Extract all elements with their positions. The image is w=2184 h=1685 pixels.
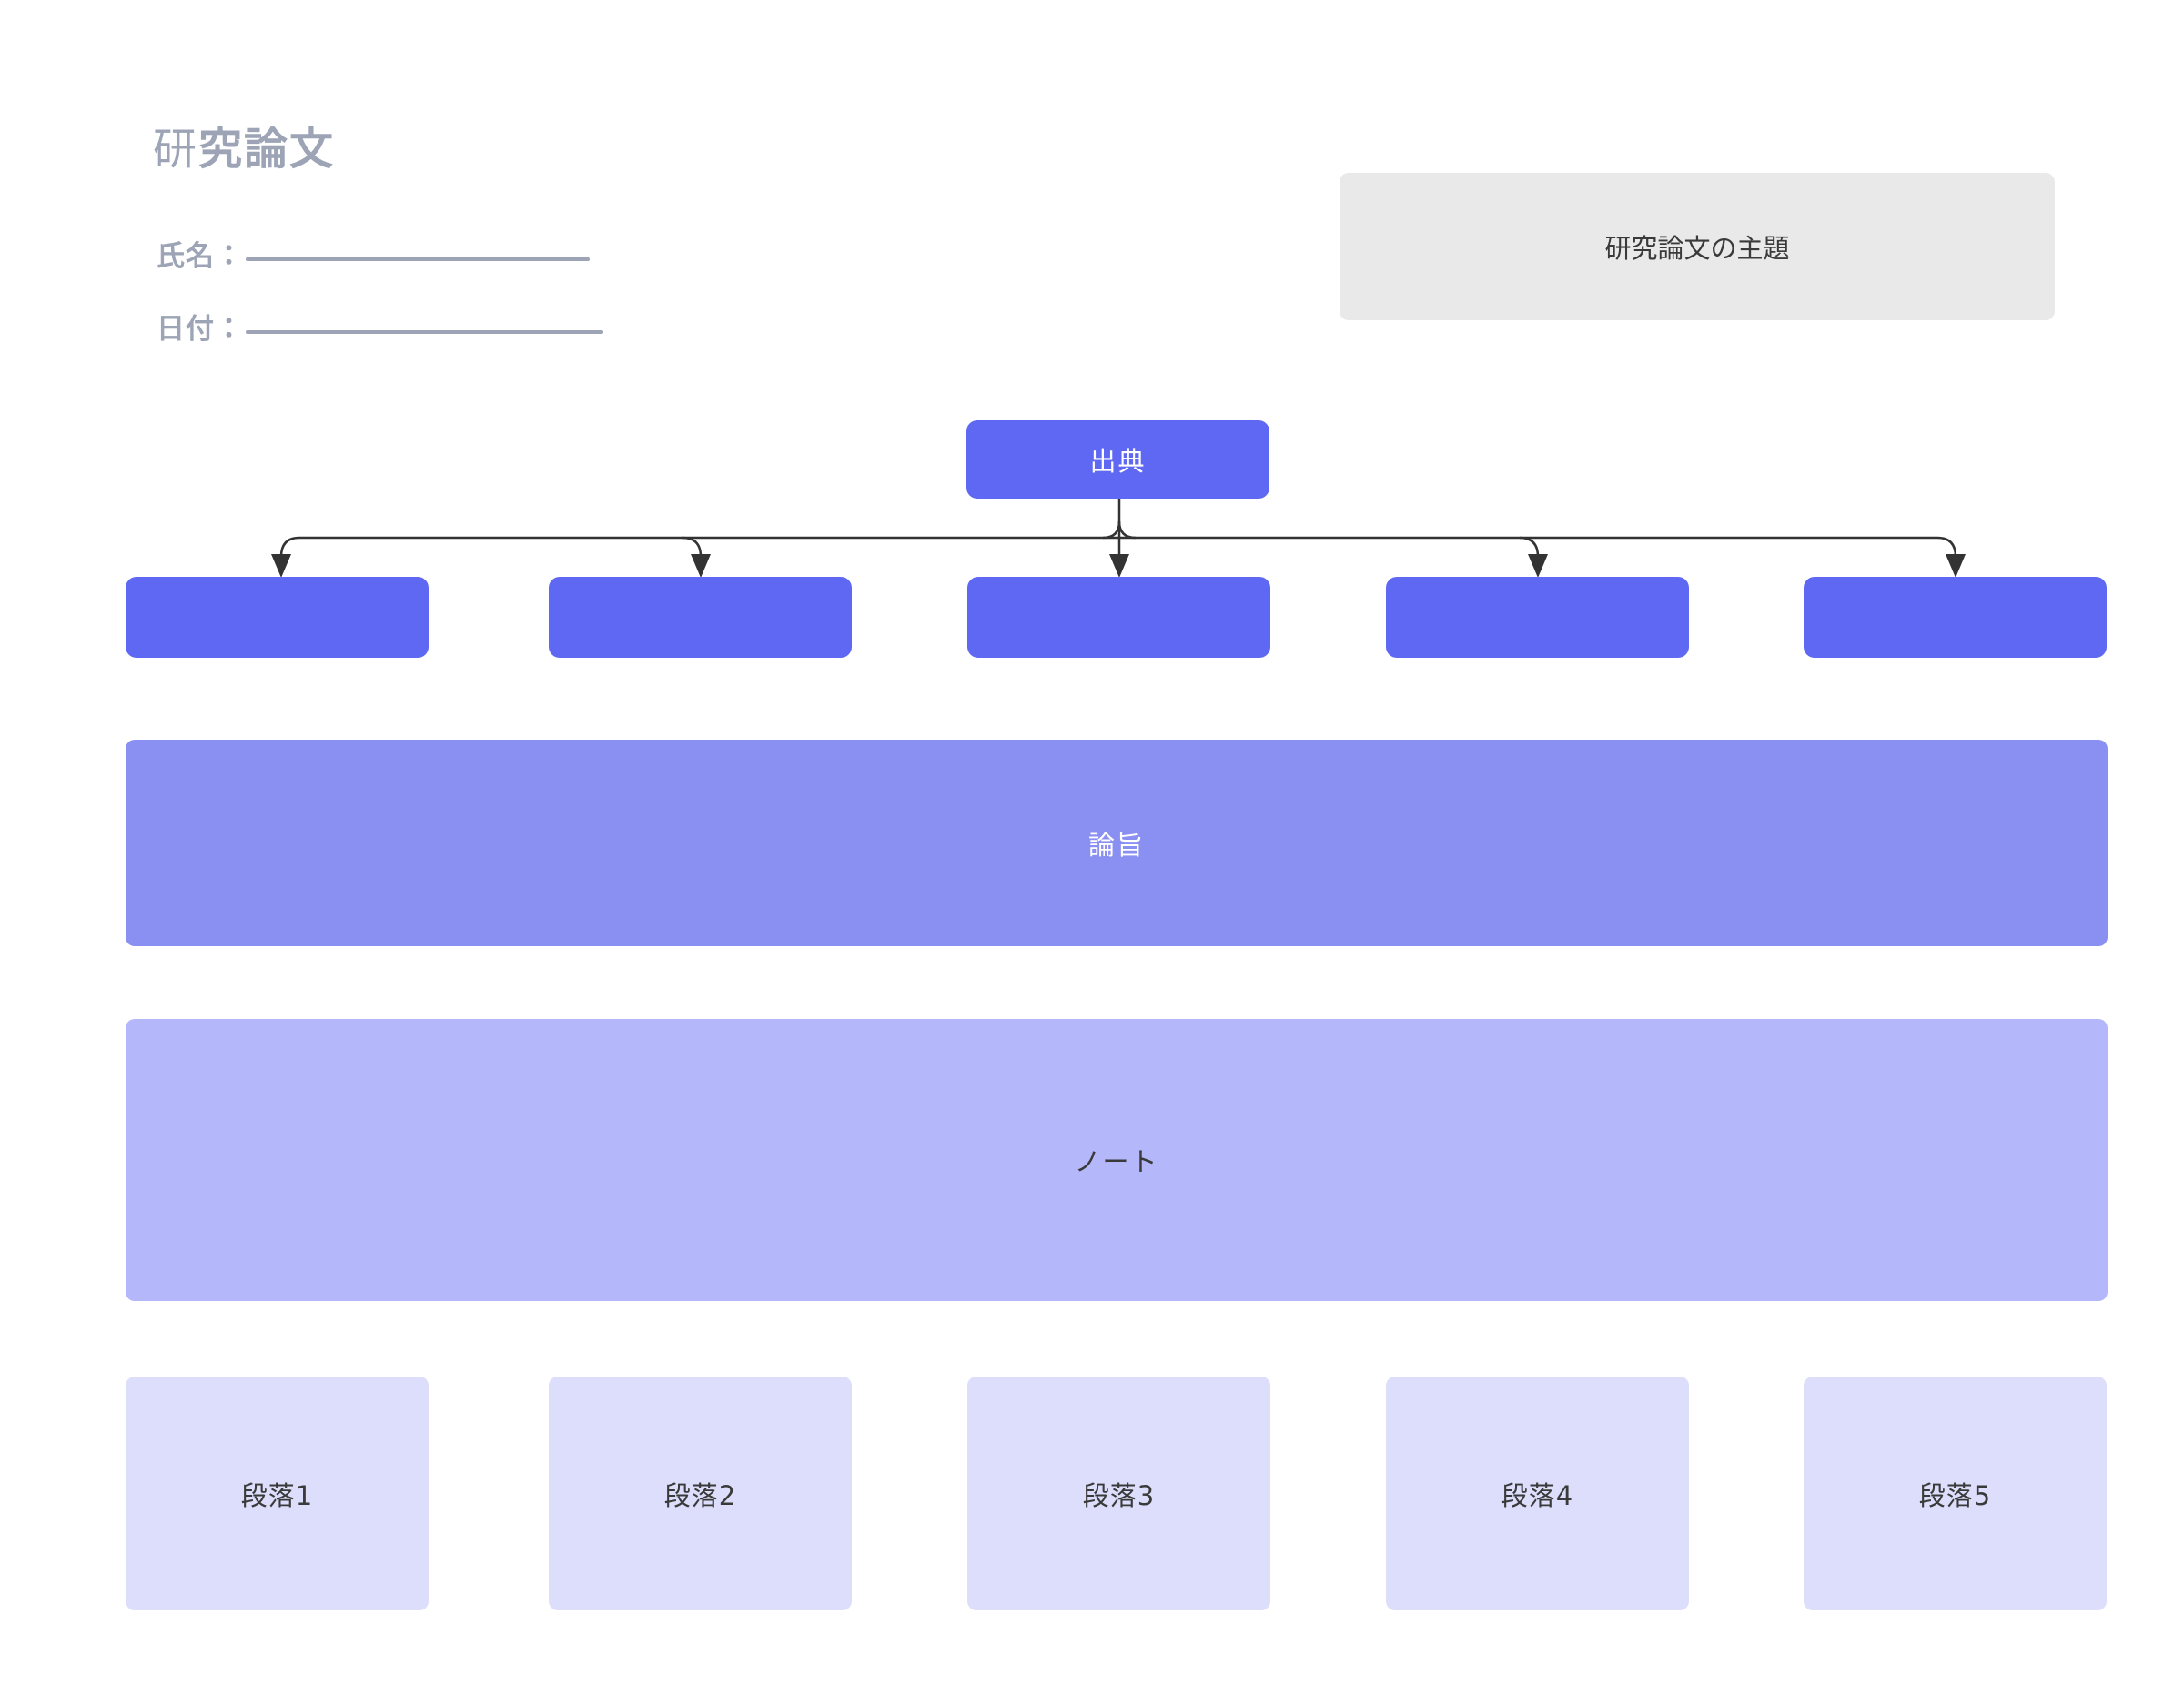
paragraph-box-3[interactable]: 段落3 bbox=[967, 1377, 1270, 1610]
page-title-light: 研 bbox=[153, 124, 199, 175]
research-topic-label: 研究論文の主題 bbox=[1604, 233, 1790, 264]
paragraph-box-5[interactable]: 段落5 bbox=[1804, 1377, 2107, 1610]
paragraph-box-1[interactable]: 段落1 bbox=[126, 1377, 429, 1610]
paragraph-label-4: 段落4 bbox=[1501, 1479, 1574, 1511]
arrow-down-icon bbox=[1946, 554, 1966, 578]
name-fill-line[interactable] bbox=[246, 257, 590, 261]
paragraph-box-2[interactable]: 段落2 bbox=[549, 1377, 852, 1610]
arrow-down-icon bbox=[271, 554, 291, 578]
notes-box[interactable]: ノート bbox=[126, 1019, 2108, 1301]
paragraph-label-5: 段落5 bbox=[1918, 1479, 1992, 1511]
thesis-box[interactable]: 論旨 bbox=[126, 740, 2108, 946]
name-label: 氏名： bbox=[157, 240, 244, 273]
arrow-down-icon bbox=[1109, 554, 1129, 578]
source-box-4[interactable] bbox=[1386, 577, 1689, 658]
arrow-down-icon bbox=[1528, 554, 1548, 578]
source-box-1[interactable] bbox=[126, 577, 429, 658]
sources-root-box[interactable]: 出典 bbox=[966, 420, 1269, 499]
source-box-2[interactable] bbox=[549, 577, 852, 658]
research-topic-box[interactable]: 研究論文の主題 bbox=[1340, 173, 2055, 320]
paragraph-label-3: 段落3 bbox=[1082, 1479, 1156, 1511]
thesis-label: 論旨 bbox=[1087, 829, 1145, 861]
source-box-5[interactable] bbox=[1804, 577, 2107, 658]
page-title-bold: 究論文 bbox=[198, 124, 336, 175]
date-label: 日付： bbox=[157, 313, 244, 346]
paragraph-box-4[interactable]: 段落4 bbox=[1386, 1377, 1689, 1610]
notes-label: ノート bbox=[1074, 1146, 1159, 1177]
paragraph-label-1: 段落1 bbox=[240, 1479, 314, 1511]
sources-root-label: 出典 bbox=[1089, 446, 1147, 477]
date-fill-line[interactable] bbox=[246, 330, 603, 334]
page-title: 研究論文 bbox=[153, 126, 335, 174]
arrow-down-icon bbox=[691, 554, 711, 578]
paragraph-label-2: 段落2 bbox=[663, 1479, 737, 1511]
source-box-3[interactable] bbox=[967, 577, 1270, 658]
